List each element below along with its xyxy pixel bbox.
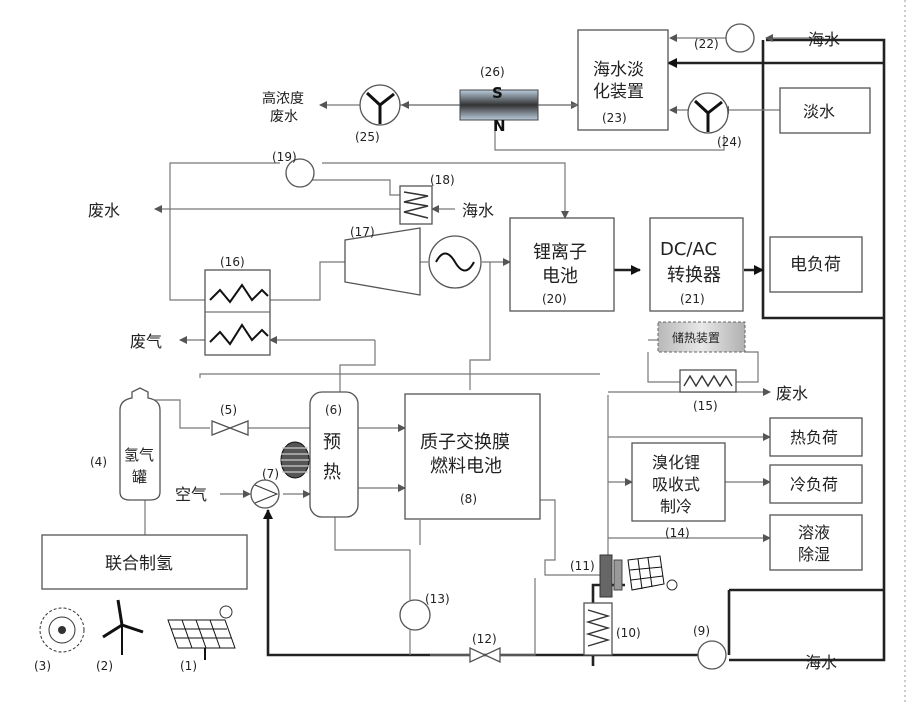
label-24: (24) (717, 135, 742, 149)
label-18: (18) (430, 173, 455, 187)
li-battery-label-1: 锂离子 (533, 242, 587, 263)
desal-label-1: 海水淡 (593, 60, 644, 80)
air-label: 空气 (175, 485, 207, 504)
element-11-icon (600, 555, 612, 597)
heat-exchanger-16 (205, 270, 270, 355)
label-15: (15) (693, 399, 718, 413)
label-19: (19) (272, 150, 297, 164)
solar-panel-icon (168, 606, 235, 660)
heat-exchanger-15 (680, 370, 736, 392)
label-14: (14) (665, 526, 690, 540)
h2tank-label-2: 罐 (132, 468, 147, 486)
label-12: (12) (472, 632, 497, 646)
joint-h2-label: 联合制氢 (105, 554, 173, 574)
label-9: (9) (693, 624, 710, 638)
label-25: (25) (355, 130, 380, 144)
boxes (42, 30, 870, 589)
heat-exchanger-10 (584, 603, 612, 655)
seawater-label-bottom: 海水 (805, 653, 837, 672)
libr-label-3: 制冷 (660, 497, 692, 516)
heat-load-label: 热负荷 (790, 428, 838, 447)
preheat-label-2: 热 (323, 462, 341, 483)
libr-label-1: 溴化锂 (652, 453, 700, 472)
label-13: (13) (425, 592, 450, 606)
seawater-label-top: 海水 (808, 30, 840, 49)
heat-storage-label: 储热装置 (672, 330, 720, 345)
pemfc-label-2: 燃料电池 (430, 456, 502, 477)
h2tank-label-1: 氢气 (124, 446, 154, 464)
label-6: (6) (325, 403, 342, 417)
label-1: (1) (180, 659, 197, 673)
label-2: (2) (96, 659, 113, 673)
seawater-label-mid: 海水 (462, 201, 494, 220)
label-17: (17) (350, 225, 375, 239)
freshwater-label: 淡水 (803, 102, 835, 121)
label-10: (10) (616, 626, 641, 640)
label-16: (16) (220, 255, 245, 269)
label-22: (22) (694, 37, 719, 51)
cold-load-label: 冷负荷 (790, 475, 838, 494)
label-26: (26) (480, 65, 505, 79)
wind-turbine-icon (103, 600, 143, 655)
desal-label-2: 化装置 (593, 82, 644, 102)
label-23: (23) (602, 111, 627, 125)
label-8: (8) (460, 492, 477, 506)
label-5: (5) (220, 403, 237, 417)
magnet-s-label: S (492, 84, 503, 102)
waste-water-label-right: 废水 (776, 384, 808, 403)
solar-panel-small-icon (628, 556, 677, 590)
label-4: (4) (90, 455, 107, 469)
dcac-label-1: DC/AC (660, 239, 717, 260)
label-20: (20) (542, 292, 567, 306)
solution-label-1: 溶液 (798, 523, 830, 542)
sun-icon (40, 608, 84, 652)
preheat-label-1: 预 (323, 432, 341, 453)
dcac-label-2: 转换器 (667, 265, 721, 286)
pemfc-label-1: 质子交换膜 (420, 432, 510, 453)
label-21: (21) (680, 292, 705, 306)
high-conc-label-1: 高浓度 (262, 90, 304, 107)
label-7: (7) (262, 467, 279, 481)
label-3: (3) (34, 659, 51, 673)
high-conc-label-2: 废水 (270, 109, 298, 125)
solution-label-2: 除湿 (798, 545, 830, 564)
libr-label-2: 吸收式 (652, 475, 700, 494)
li-battery-label-2: 电池 (542, 266, 578, 287)
coil-icon (281, 442, 309, 478)
elec-load-label: 电负荷 (790, 255, 841, 275)
fan-icons (360, 85, 728, 133)
exhaust-label: 废气 (130, 332, 162, 351)
waste-water-label-left: 废水 (88, 201, 120, 220)
magnet-n-label: N (493, 117, 506, 135)
heat-exchanger-18 (400, 186, 432, 224)
label-11: (11) (570, 559, 595, 573)
